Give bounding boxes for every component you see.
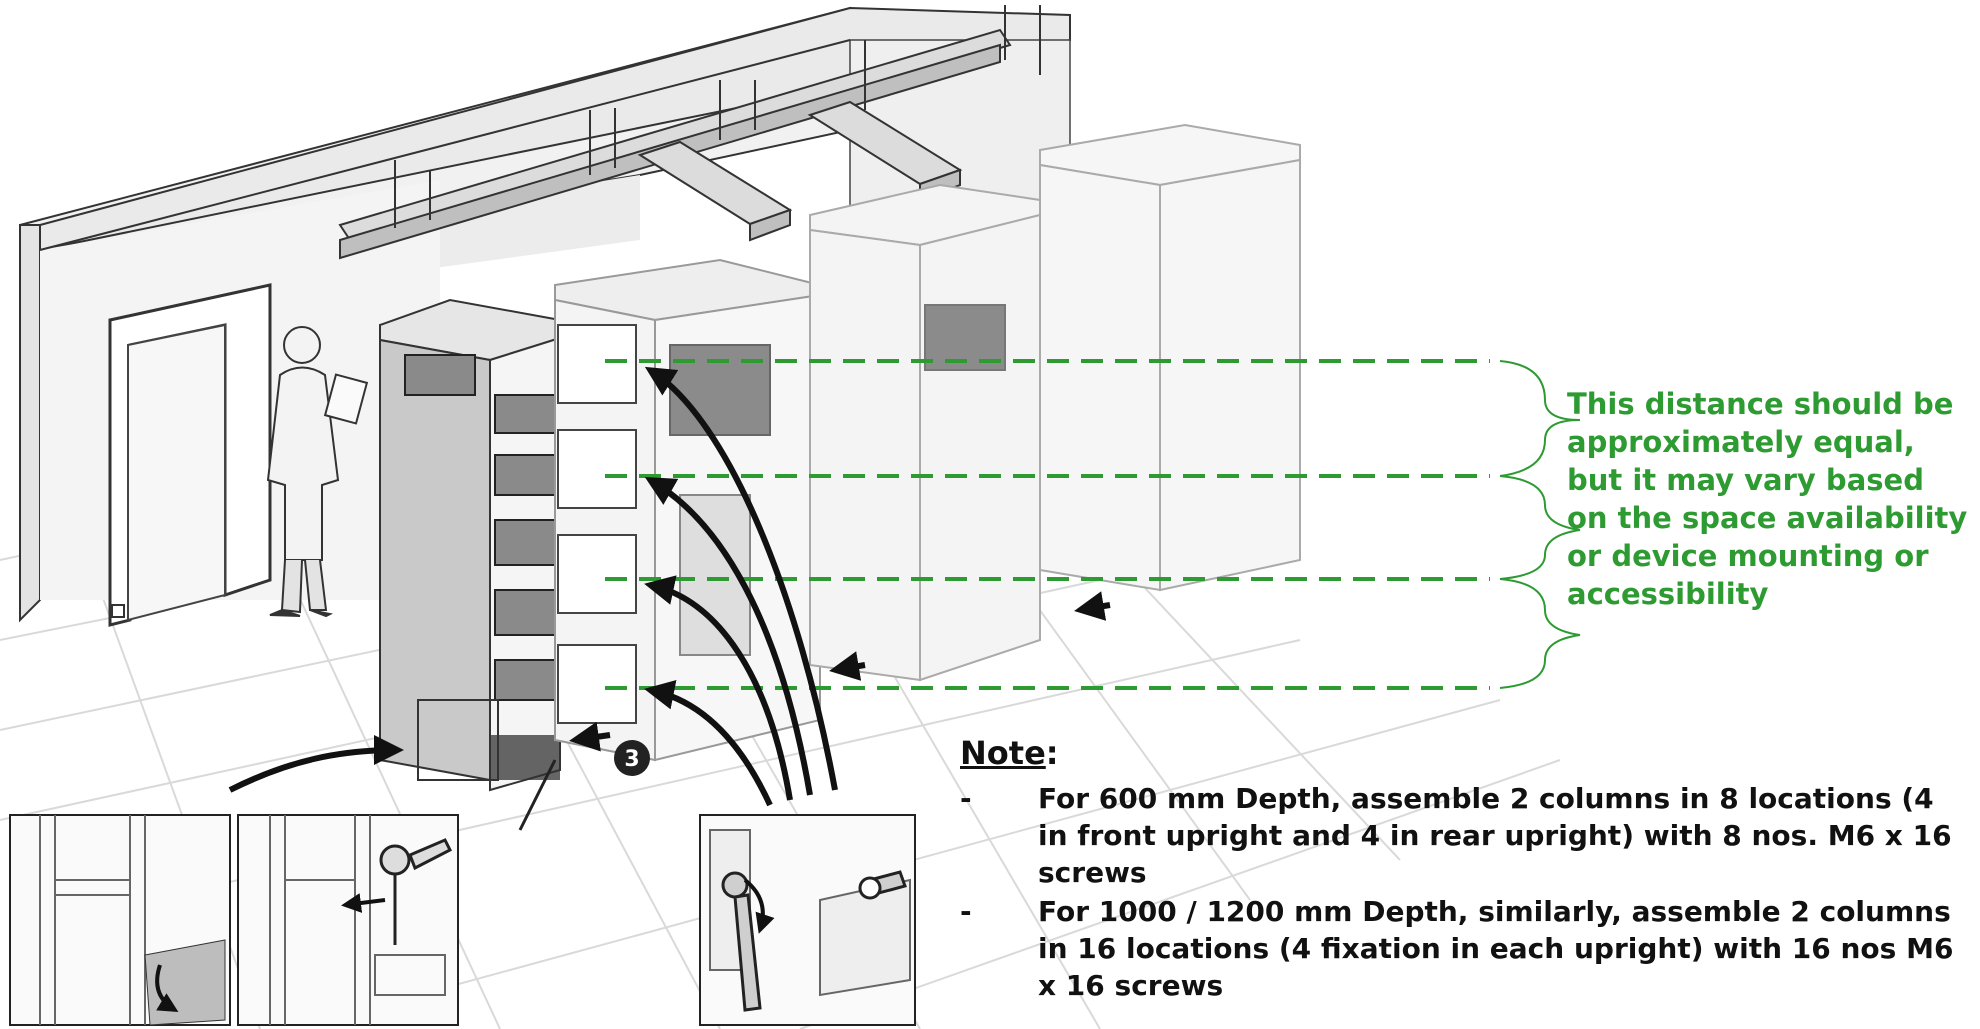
cable-tray bbox=[338, 5, 1041, 260]
wrench-icon bbox=[721, 870, 907, 1012]
distance-guide-lines bbox=[605, 359, 1490, 690]
base-callout-box bbox=[417, 699, 499, 781]
distance-annotation: This distance should be approximately eq… bbox=[1567, 387, 1968, 611]
list-item-text: For 600 mm Depth, assemble 2 columns in … bbox=[1038, 782, 1952, 889]
list-item-text: For 1000 / 1200 mm Depth, similarly, ass… bbox=[1038, 895, 1954, 1002]
person-icon bbox=[266, 326, 369, 618]
note-list: - For 600 mm Depth, assemble 2 columns i… bbox=[960, 780, 1970, 1004]
inset-step-2 bbox=[237, 814, 459, 1026]
arrow-icon bbox=[228, 366, 1111, 807]
inset-step-1 bbox=[9, 814, 231, 1026]
list-bullet: - bbox=[960, 895, 972, 928]
screwdriver-icon bbox=[379, 838, 453, 945]
distance-brace bbox=[1499, 360, 1581, 689]
step-3-label: 3 bbox=[624, 747, 639, 772]
cabinet-4 bbox=[1039, 123, 1301, 592]
inset-step-4 bbox=[699, 814, 916, 1026]
cabinet-1 bbox=[379, 298, 561, 792]
list-item: - For 1000 / 1200 mm Depth, similarly, a… bbox=[960, 893, 1970, 1004]
cabinet-3 bbox=[809, 183, 1041, 682]
note-title: Note: bbox=[960, 734, 1059, 772]
door-icon bbox=[108, 283, 272, 627]
list-item: - For 600 mm Depth, assemble 2 columns i… bbox=[960, 780, 1970, 891]
note-block: Note: - For 600 mm Depth, assemble 2 col… bbox=[960, 735, 1970, 1006]
list-bullet: - bbox=[960, 782, 972, 815]
